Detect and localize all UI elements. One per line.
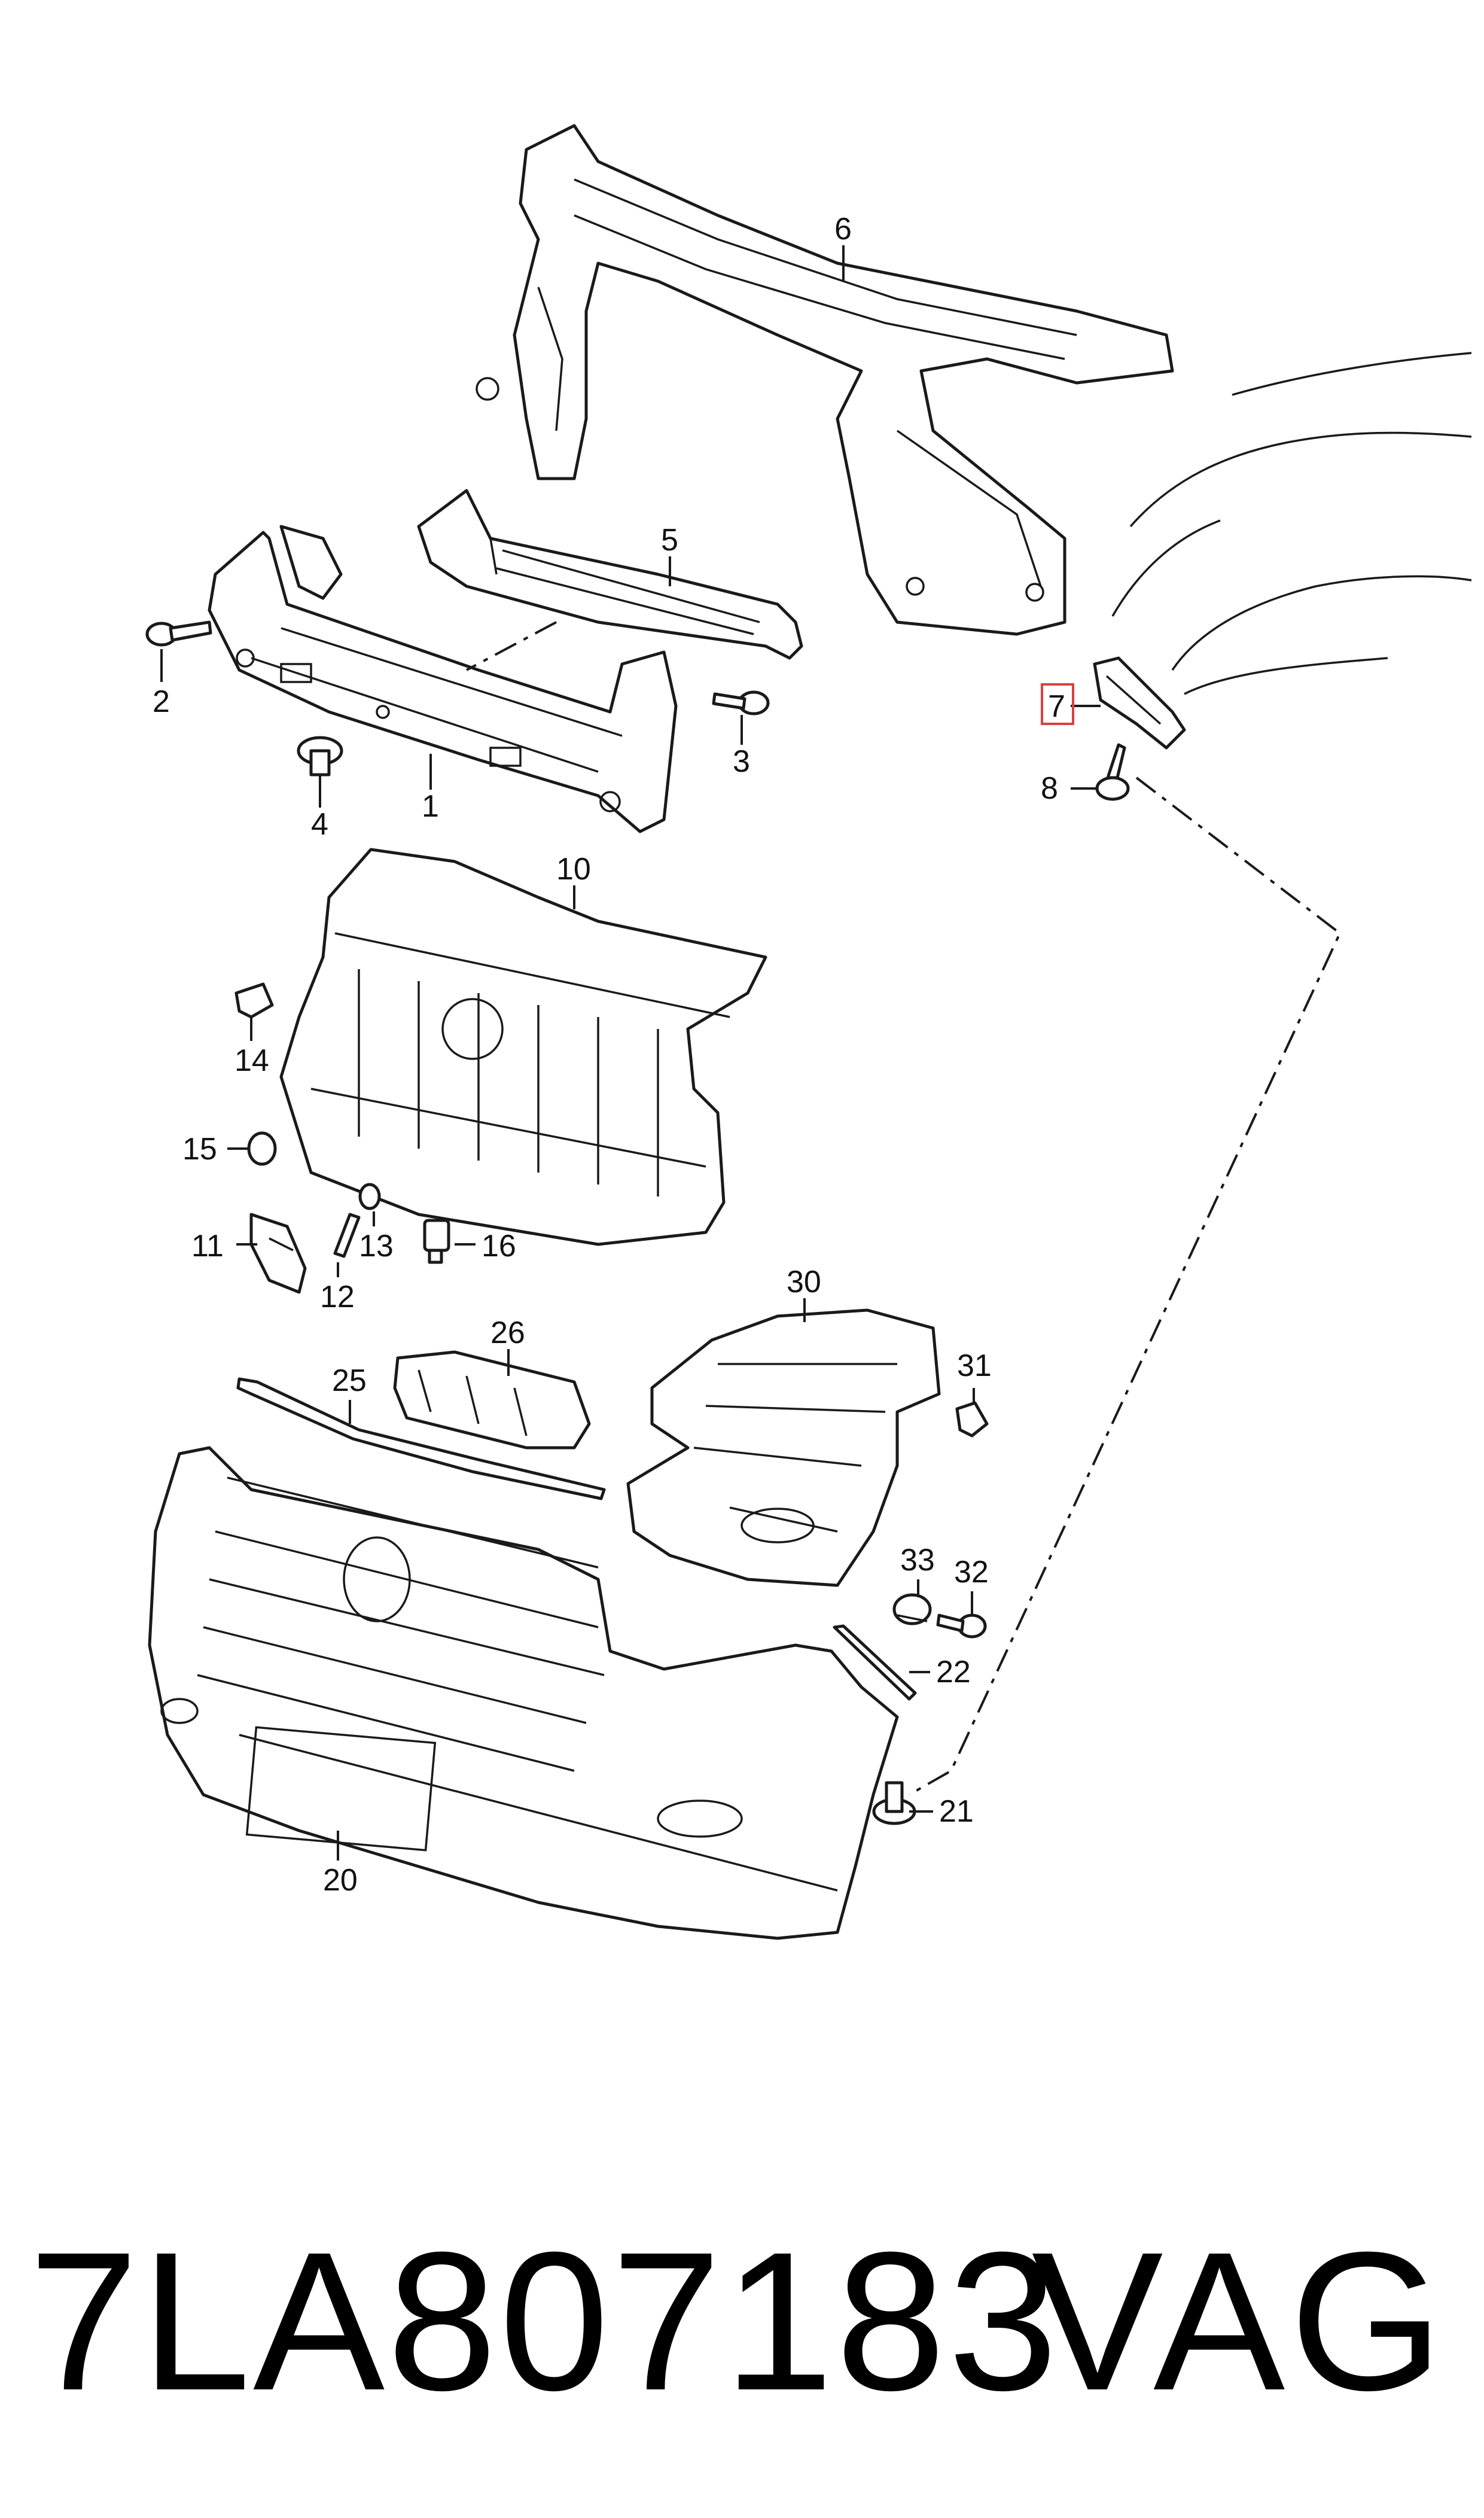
assembly-line-2	[466, 621, 557, 671]
callout-6: 6	[834, 212, 852, 246]
callout-33: 33	[900, 1543, 935, 1578]
leader-lines	[160, 245, 1101, 1861]
part-26-absorber	[393, 1350, 591, 1450]
part-10-grille-carrier	[279, 848, 767, 1246]
part-12-pin	[333, 1213, 361, 1258]
callout-10: 10	[556, 852, 591, 887]
callout-25: 25	[332, 1363, 367, 1398]
footer: 7LA807183 VAG	[0, 2213, 1484, 2429]
part-32-screw	[936, 1613, 987, 1639]
part-33-nut	[892, 1593, 932, 1625]
part-4-rivet	[297, 736, 343, 777]
part-5-air-guide	[417, 489, 803, 660]
callout-4: 4	[311, 807, 328, 842]
callout-2: 2	[153, 684, 170, 719]
part-3-screw	[712, 690, 770, 715]
part-14-clip	[234, 982, 274, 1019]
part-25-trim-strip	[236, 1377, 606, 1500]
exploded-parts-diagram: 6 5 2 3 4 1 7 8 10 14 15 11 12 13 16 20 …	[145, 124, 1472, 1940]
part-15-grommet	[247, 1131, 277, 1166]
part-31-clip	[955, 1401, 989, 1438]
callout-12: 12	[320, 1280, 355, 1314]
part-1-impact-beam	[208, 525, 678, 833]
callout-14: 14	[234, 1043, 269, 1078]
part-21-rivet	[872, 1781, 916, 1825]
callout-5: 5	[661, 523, 678, 558]
callout-21: 21	[939, 1794, 974, 1829]
callout-labels: 6 5 2 3 4 1 7 8 10 14 15 11 12 13 16 20 …	[153, 212, 1065, 1898]
callout-8: 8	[1041, 771, 1058, 806]
highlight-box-7	[1041, 683, 1074, 725]
part-30-bracket	[626, 1308, 941, 1587]
part-6-lock-carrier	[476, 124, 1174, 636]
callout-13: 13	[359, 1229, 394, 1263]
fender-outline	[1111, 352, 1472, 695]
callout-26: 26	[490, 1316, 525, 1350]
part-16-sensor	[423, 1219, 450, 1264]
part-11-bracket	[249, 1213, 307, 1294]
part-22-strip	[833, 1624, 917, 1701]
callout-30: 30	[787, 1265, 821, 1299]
assembly-line	[909, 777, 1342, 1796]
part-8-screw	[1095, 743, 1130, 801]
callout-20: 20	[323, 1863, 358, 1898]
callout-3: 3	[733, 744, 750, 779]
callout-22: 22	[936, 1655, 971, 1689]
part-2-screw	[145, 620, 212, 647]
callout-15: 15	[182, 1132, 217, 1167]
part-7-bracket	[1093, 656, 1186, 750]
callout-1: 1	[422, 789, 439, 824]
callout-7: 7	[1048, 689, 1065, 724]
callout-11: 11	[191, 1229, 224, 1263]
part-number: 7LA807183	[29, 2211, 1061, 2431]
part-13-nut	[358, 1183, 381, 1210]
brand-name: VAG	[1031, 2211, 1448, 2431]
callout-32: 32	[954, 1555, 989, 1590]
part-20-front-bumper	[148, 1446, 899, 1940]
callout-31: 31	[957, 1348, 992, 1383]
callout-16: 16	[482, 1229, 516, 1263]
